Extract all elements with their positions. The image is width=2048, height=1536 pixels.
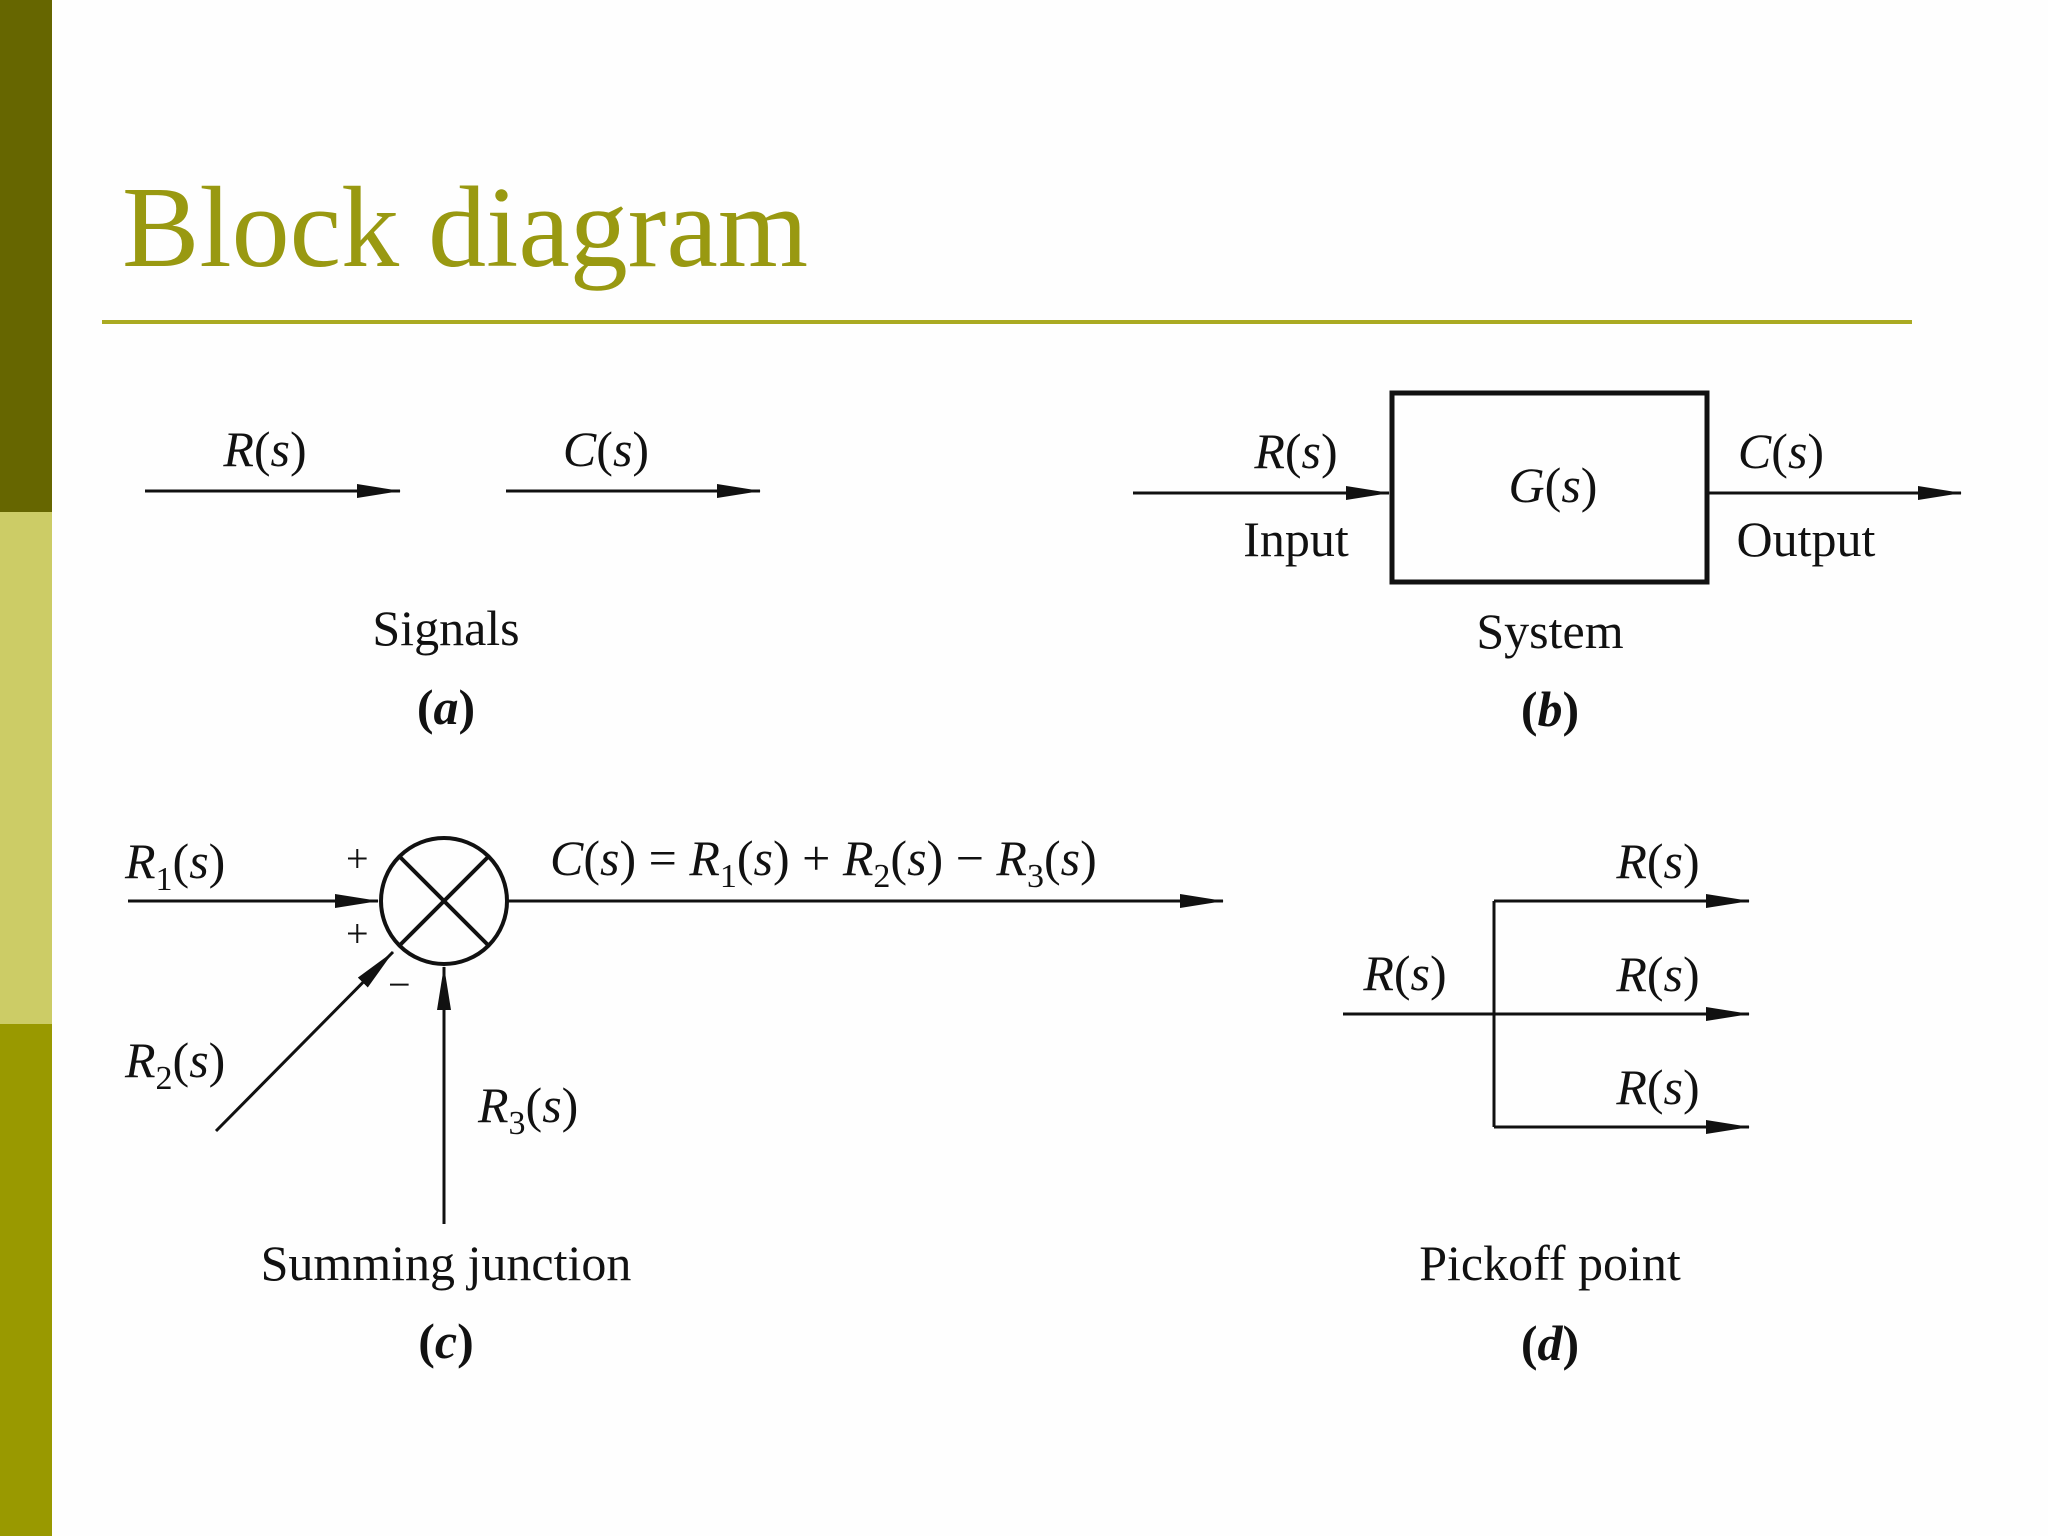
input-3-label: R3(s) (477, 1077, 578, 1142)
sidebar-segment-middle (0, 512, 52, 1024)
system-block (1389, 390, 1710, 585)
panel-d-pickoff-point: R(s) R(s) R(s) R(s) Pickoff point (d) (1343, 833, 1750, 1371)
input-label: Input (1243, 511, 1349, 567)
title-underline (102, 320, 1912, 324)
sidebar-segment-top (0, 0, 52, 512)
panel-b-letter: (b) (1521, 681, 1579, 737)
panel-b-system: R(s) Input G(s) C(s) Output System (b) (1133, 390, 1962, 737)
panel-b-caption: System (1476, 603, 1623, 659)
input-2-arrow (214, 950, 395, 1133)
summing-cross-2 (397, 854, 491, 948)
sign-input-3: − (388, 962, 411, 1007)
signal-label-1: R(s) (222, 421, 306, 477)
panel-c-letter: (c) (418, 1313, 474, 1369)
input-1-label: R1(s) (124, 833, 225, 898)
panel-a-signals: R(s) C(s) Signals (a) (145, 421, 761, 735)
pickoff-input-label: R(s) (1362, 945, 1446, 1001)
pickoff-output-2-label: R(s) (1615, 946, 1699, 1002)
pickoff-output-1-label: R(s) (1615, 833, 1699, 889)
panel-c-caption: Summing junction (261, 1235, 632, 1291)
pickoff-output-3-label: R(s) (1615, 1059, 1699, 1115)
signal-label-2: C(s) (563, 421, 649, 477)
slide-title: Block diagram (122, 164, 809, 292)
sign-input-2: + (346, 911, 369, 956)
sidebar-accent (0, 0, 52, 1536)
panel-a-letter: (a) (417, 679, 475, 735)
output-signal-label: C(s) (1738, 423, 1824, 479)
block-label: G(s) (1509, 457, 1598, 513)
output-equation: C(s) = R1(s) + R2(s) − R3(s) (550, 830, 1097, 895)
panel-d-letter: (d) (1521, 1315, 1579, 1371)
output-label: Output (1737, 511, 1876, 567)
panel-c-summing-junction: R1(s) R2(s) R3(s) + + − C(s) = R1(s) + R… (124, 830, 1224, 1369)
panel-a-caption: Signals (372, 600, 519, 656)
panel-d-caption: Pickoff point (1419, 1235, 1681, 1291)
sidebar-segment-bottom (0, 1024, 52, 1536)
input-2-label: R2(s) (124, 1032, 225, 1097)
input-signal-label: R(s) (1253, 423, 1337, 479)
sign-input-1: + (346, 836, 369, 881)
